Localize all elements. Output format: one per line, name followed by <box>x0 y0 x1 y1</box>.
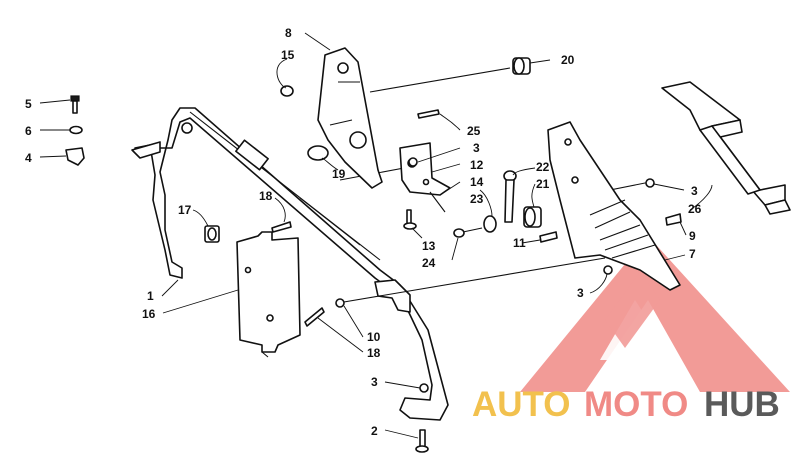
spring-pin-11 <box>539 231 558 243</box>
callout-5: 5 <box>25 97 32 111</box>
bushing-20 <box>512 57 531 75</box>
nut-3d <box>419 383 429 393</box>
bolt-9 <box>665 213 682 226</box>
panel-7 <box>547 121 681 291</box>
callout-26: 26 <box>688 202 702 216</box>
callout-8: 8 <box>285 26 292 40</box>
rivet-18a <box>271 221 292 233</box>
watermark-text-auto: AUTO <box>472 385 571 424</box>
bushing-17 <box>204 225 220 243</box>
callout-18-lower: 18 <box>367 346 381 360</box>
nut-3b <box>645 178 655 188</box>
callout-12: 12 <box>470 158 484 172</box>
leader-lines <box>39 32 713 439</box>
callout-17: 17 <box>178 203 192 217</box>
callout-13: 13 <box>422 239 436 253</box>
callout-20: 20 <box>561 53 575 67</box>
clip-4 <box>65 147 85 166</box>
watermark-wordmark: AUTO MOTO HUB <box>472 385 780 424</box>
spring-14 <box>429 191 446 213</box>
callout-1: 1 <box>147 289 154 303</box>
callout-labels: 5 6 4 8 15 20 25 19 3 12 14 22 21 23 13 … <box>25 26 702 438</box>
strip-26 <box>661 81 791 215</box>
callout-3-upper: 3 <box>473 141 480 155</box>
callout-3-right: 3 <box>691 184 698 198</box>
bushing-21 <box>523 206 542 228</box>
knob-19 <box>307 145 329 161</box>
tie-line-2 <box>369 67 511 93</box>
callout-15: 15 <box>281 48 295 62</box>
washer-6 <box>69 125 83 135</box>
callout-6: 6 <box>25 124 32 138</box>
callout-23: 23 <box>470 192 484 206</box>
watermark-logo <box>520 236 790 392</box>
rivet-18b <box>304 307 325 327</box>
frame-bar <box>131 107 449 421</box>
bolt-5 <box>70 95 80 114</box>
watermark-text-moto: MOTO <box>584 385 688 424</box>
callout-24: 24 <box>422 256 436 270</box>
callout-11: 11 <box>513 236 526 250</box>
callout-3-lower-right: 3 <box>577 286 584 300</box>
pin-25 <box>417 109 440 119</box>
callout-25: 25 <box>467 124 481 138</box>
callout-14: 14 <box>470 175 484 189</box>
bolt-2 <box>415 429 429 453</box>
callout-3-bottom: 3 <box>371 375 378 389</box>
watermark-triangle-inner-icon <box>600 300 690 385</box>
callout-10: 10 <box>367 330 381 344</box>
mounting-plate-16 <box>236 231 301 358</box>
bolt-13 <box>403 209 417 230</box>
callout-2: 2 <box>371 424 378 438</box>
callout-16: 16 <box>142 307 156 321</box>
callout-18-upper: 18 <box>259 189 273 203</box>
bracket-8 <box>317 47 383 189</box>
grommet-15 <box>280 85 294 97</box>
watermark-triangle-notch-icon <box>605 272 660 348</box>
callout-19: 19 <box>332 167 346 181</box>
nut-3a <box>408 157 418 167</box>
callout-9: 9 <box>689 229 696 243</box>
callout-7: 7 <box>689 247 696 261</box>
nut-10 <box>335 298 345 308</box>
screw-24 <box>453 227 483 238</box>
watermark-text-hub: HUB <box>704 385 780 424</box>
watermark-triangle-outer-icon <box>520 236 790 392</box>
tie-line-1 <box>337 257 606 304</box>
washer-23 <box>483 215 497 233</box>
callout-22: 22 <box>536 160 550 174</box>
lever-22 <box>503 170 517 223</box>
nut-3c <box>603 265 613 275</box>
callout-21: 21 <box>536 177 550 191</box>
callout-4: 4 <box>25 151 32 165</box>
